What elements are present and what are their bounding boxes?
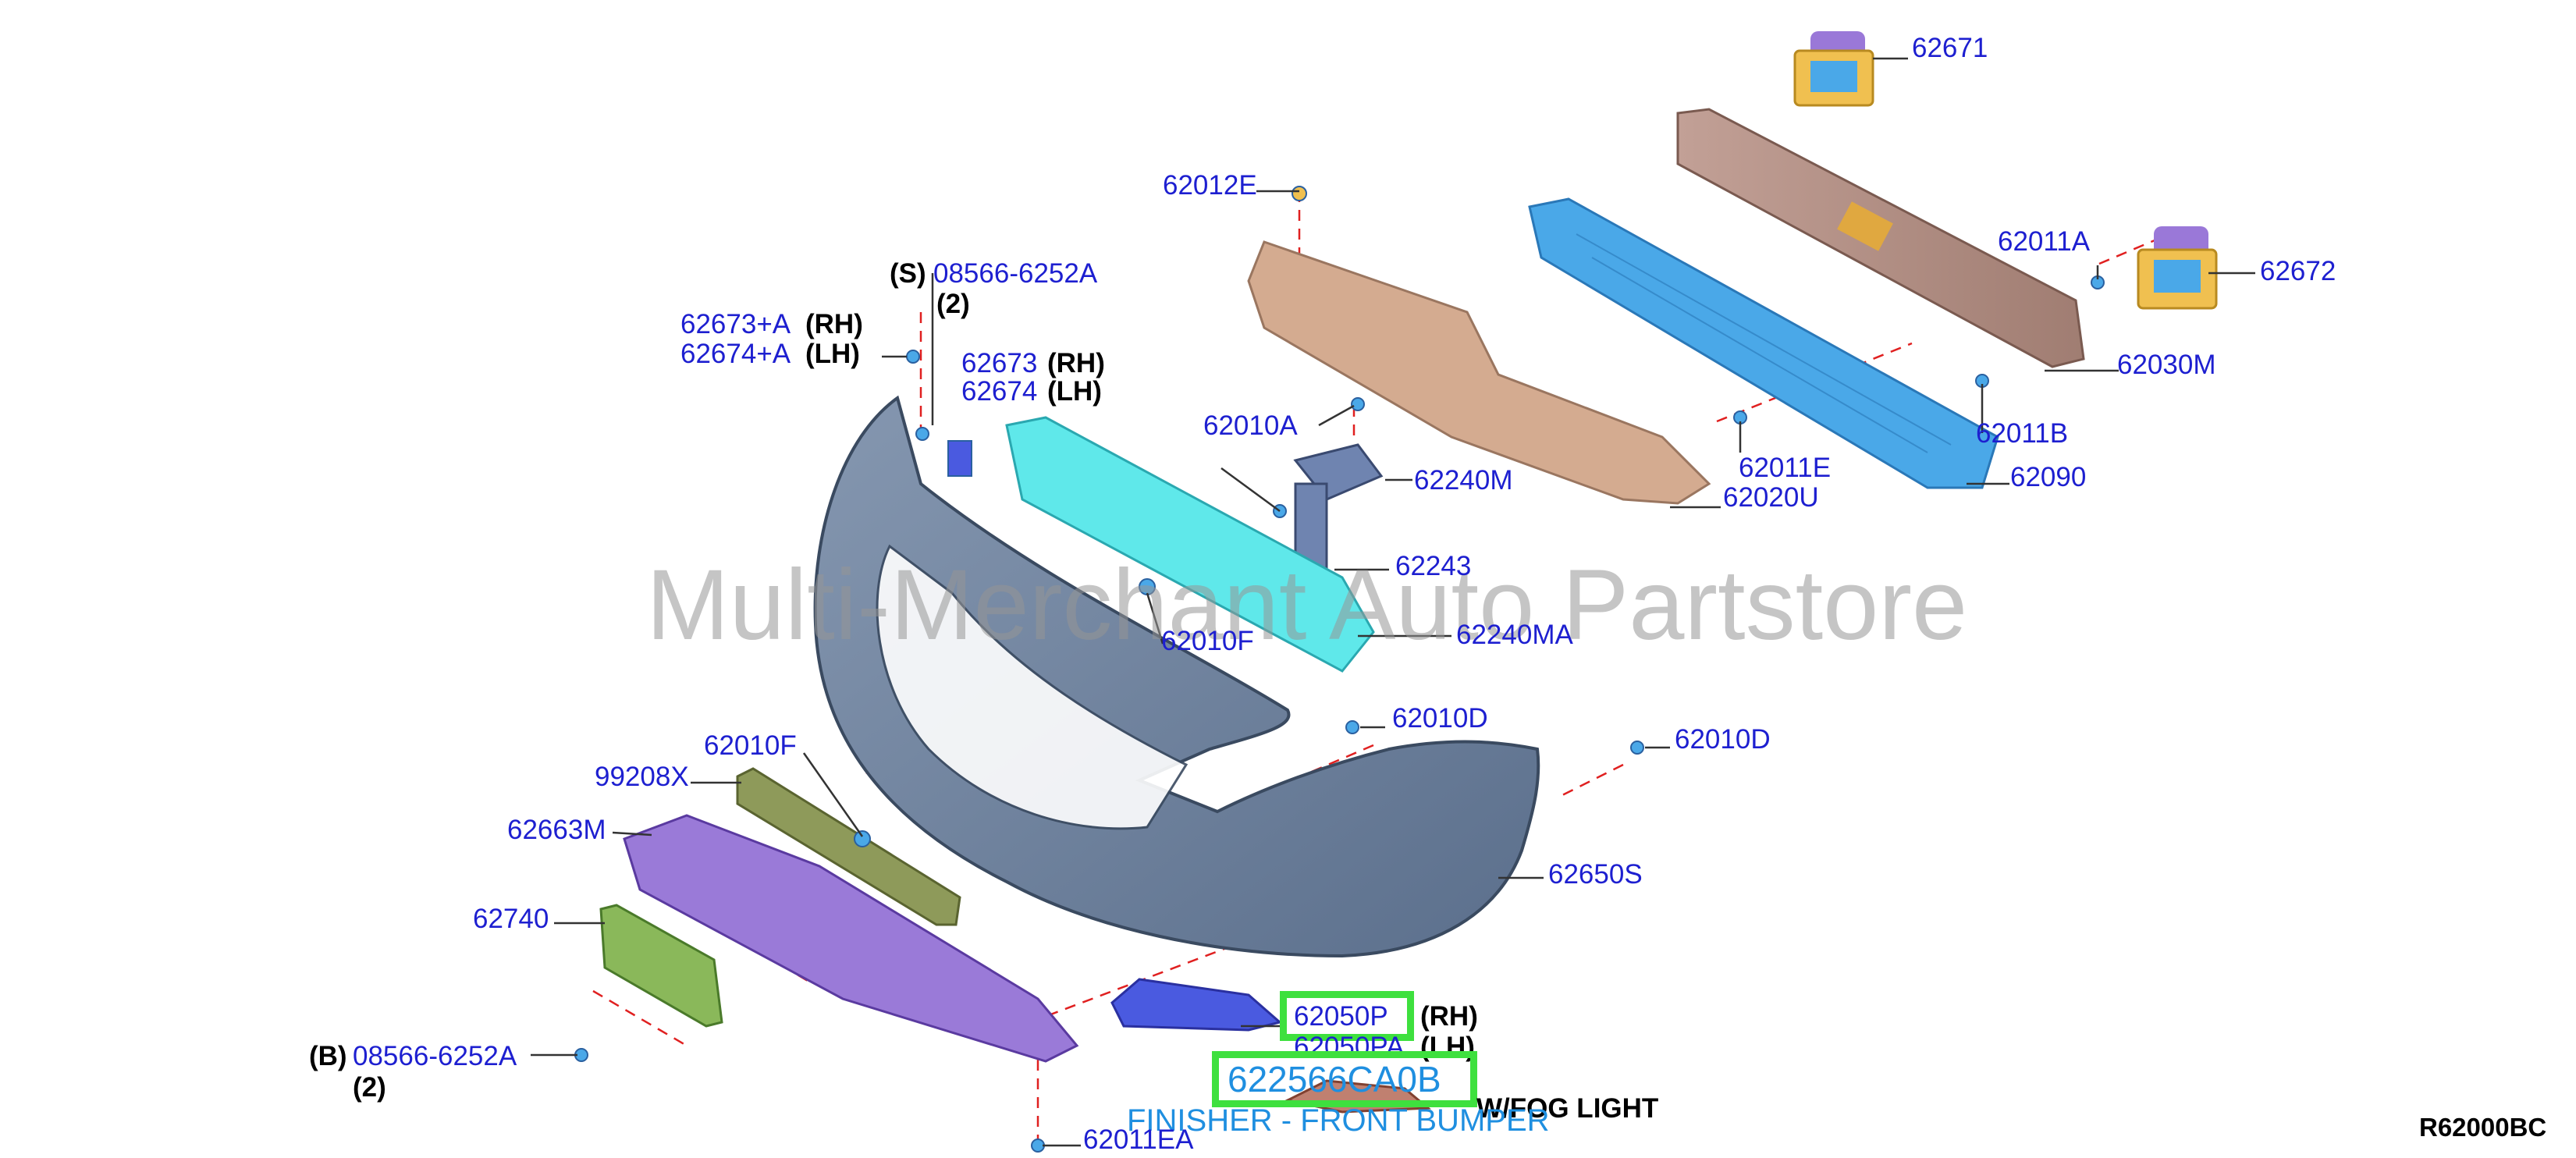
strip-99208X — [736, 767, 961, 926]
reinforcement-62240MA — [1005, 416, 1375, 673]
part-label-62663M[interactable]: 62663M — [507, 815, 606, 845]
part-label-62740[interactable]: 62740 — [473, 904, 549, 934]
part-label-62011B[interactable]: 62011B — [1976, 418, 2069, 449]
fasteners — [574, 186, 2105, 1153]
part-label-62010A[interactable]: 62010A — [1203, 410, 1298, 441]
part-label-62030M[interactable]: 62030M — [2117, 350, 2216, 380]
watermark: Multi-Merchant Auto Partstore — [646, 549, 1968, 661]
part-label-62240M[interactable]: 62240M — [1414, 465, 1513, 496]
part-label-62010F-top[interactable]: 62010F — [1161, 626, 1254, 656]
part-label-62240MA[interactable]: 62240MA — [1456, 620, 1573, 650]
part-label-62243[interactable]: 62243 — [1395, 551, 1472, 581]
fastener-prefix-b: (B) — [309, 1041, 347, 1071]
highlight-box-selected-part — [1212, 1051, 1477, 1107]
part-label-62012E[interactable]: 62012E — [1163, 170, 1257, 201]
part-label-62011E[interactable]: 62011E — [1739, 453, 1832, 483]
part-label-62674A[interactable]: 62674+A — [680, 339, 791, 369]
fastener-prefix-s: (S) — [890, 258, 926, 289]
side-label-62673A: (RH) — [805, 309, 863, 339]
part-label-62010D-mid[interactable]: 62010D — [1392, 703, 1488, 734]
side-label-62673: (RH) — [1047, 348, 1105, 378]
grille-62050P — [1110, 978, 1283, 1032]
part-label-62050P[interactable]: 62050P — [1294, 1001, 1388, 1032]
selected-part-note: W/FOG LIGHT — [1476, 1093, 1659, 1124]
energy-absorber-62090 — [1528, 197, 1999, 489]
part-label-62671[interactable]: 62671 — [1912, 33, 1988, 63]
part-label-99208X[interactable]: 99208X — [595, 762, 689, 792]
lower-cover-62663M — [623, 814, 1079, 1063]
part-label-62672[interactable]: 62672 — [2260, 256, 2336, 286]
part-label-62020U[interactable]: 62020U — [1723, 482, 1819, 513]
bracket-62672 — [2137, 226, 2218, 310]
part-label-62650S[interactable]: 62650S — [1548, 859, 1643, 890]
diagram-reference: R62000BC — [2419, 1113, 2547, 1142]
selected-part-description: FINISHER - FRONT BUMPER — [1127, 1103, 1550, 1138]
part-label-62010D-right[interactable]: 62010D — [1675, 724, 1771, 755]
part-label-62090[interactable]: 62090 — [2010, 462, 2087, 492]
bumper-fascia-62650S — [813, 395, 1540, 958]
upper-shield-62020U — [1247, 240, 1711, 505]
part-label-62011EA[interactable]: 62011EA — [1083, 1124, 1194, 1155]
highlight-box-62050P — [1280, 991, 1414, 1041]
part-label-62010F-left[interactable]: 62010F — [704, 730, 797, 761]
side-label-62674A: (LH) — [805, 339, 860, 369]
part-label-62673[interactable]: 62673 — [961, 348, 1038, 378]
part-label-62011A[interactable]: 62011A — [1998, 226, 2091, 257]
qty-label-top: (2) — [936, 289, 970, 319]
part-label-08566-6252A-bottom[interactable]: 08566-6252A — [353, 1041, 517, 1071]
part-label-62674[interactable]: 62674 — [961, 376, 1038, 407]
side-label-62674: (LH) — [1047, 376, 1102, 407]
part-label-62673A[interactable]: 62673+A — [680, 309, 791, 339]
selected-part-number[interactable]: 622566CA0B — [1228, 1059, 1441, 1099]
part-label-08566-6252A-top[interactable]: 08566-6252A — [933, 258, 1098, 289]
leader-lines — [531, 57, 2255, 1147]
side-label-62050P: (RH) — [1420, 1001, 1478, 1032]
panel-62740 — [599, 904, 723, 1028]
bracket-62671 — [1793, 31, 1874, 107]
qty-label-bottom: (2) — [353, 1072, 386, 1103]
bumper-grille-opening — [876, 544, 1189, 830]
